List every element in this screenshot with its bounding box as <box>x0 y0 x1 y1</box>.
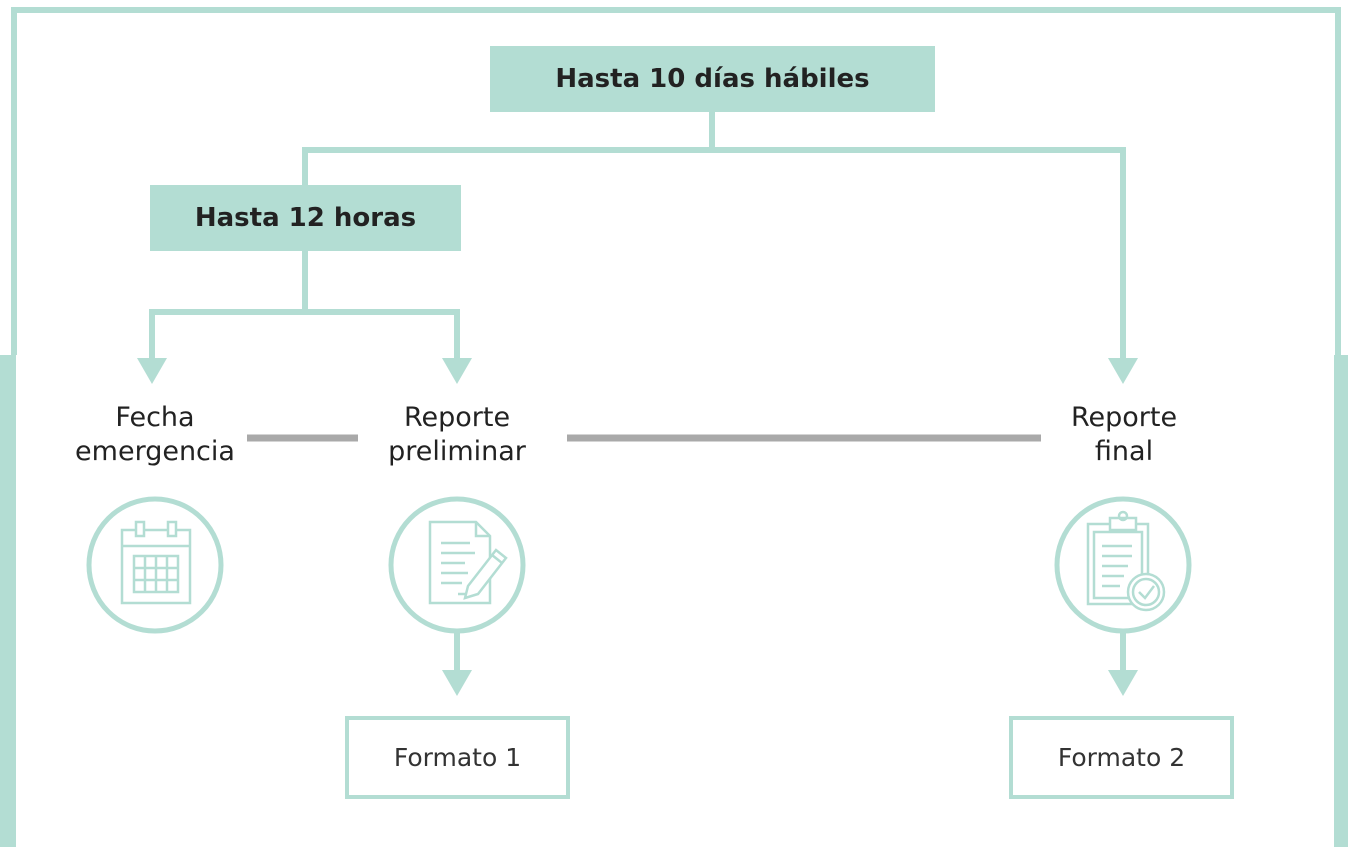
step-fecha-emergencia: Fecha emergencia <box>55 401 255 469</box>
clipboard-check-icon <box>1086 510 1166 612</box>
arrow-to-formato-1 <box>442 670 472 696</box>
top-branch-line <box>302 147 1126 360</box>
formato-1-box: Formato 1 <box>345 716 570 799</box>
formato-1-label: Formato 1 <box>393 743 522 772</box>
step-reporte-final: Reporte final <box>1024 401 1224 469</box>
arrow-to-final <box>1108 358 1138 384</box>
sub-branch-line <box>149 309 460 360</box>
formato-2-box: Formato 2 <box>1009 716 1234 799</box>
step-preliminar-line1: Reporte <box>403 402 511 433</box>
header-top-label: Hasta 10 días hábiles <box>555 64 870 94</box>
step-preliminar-line2: preliminar <box>388 436 526 467</box>
arrow-to-fecha <box>137 358 167 384</box>
arrow-to-preliminar <box>442 358 472 384</box>
right-side-bar <box>1334 355 1348 847</box>
header-top: Hasta 10 días hábiles <box>490 46 935 112</box>
step-reporte-preliminar: Reporte preliminar <box>357 401 557 469</box>
calendar-icon <box>120 520 192 605</box>
formato-2-label: Formato 2 <box>1057 743 1186 772</box>
document-circle <box>388 496 526 634</box>
document-edit-icon <box>428 520 508 605</box>
step-final-line1: Reporte <box>1070 402 1178 433</box>
left-side-bar <box>0 355 16 847</box>
step-fecha-line2: emergencia <box>75 436 235 467</box>
outer-frame-top <box>11 7 1341 355</box>
header-sub: Hasta 12 horas <box>150 185 461 251</box>
step-final-line2: final <box>1094 436 1154 467</box>
header-sub-label: Hasta 12 horas <box>194 203 417 233</box>
step-fecha-line1: Fecha <box>115 402 195 433</box>
arrow-to-formato-2 <box>1108 670 1138 696</box>
